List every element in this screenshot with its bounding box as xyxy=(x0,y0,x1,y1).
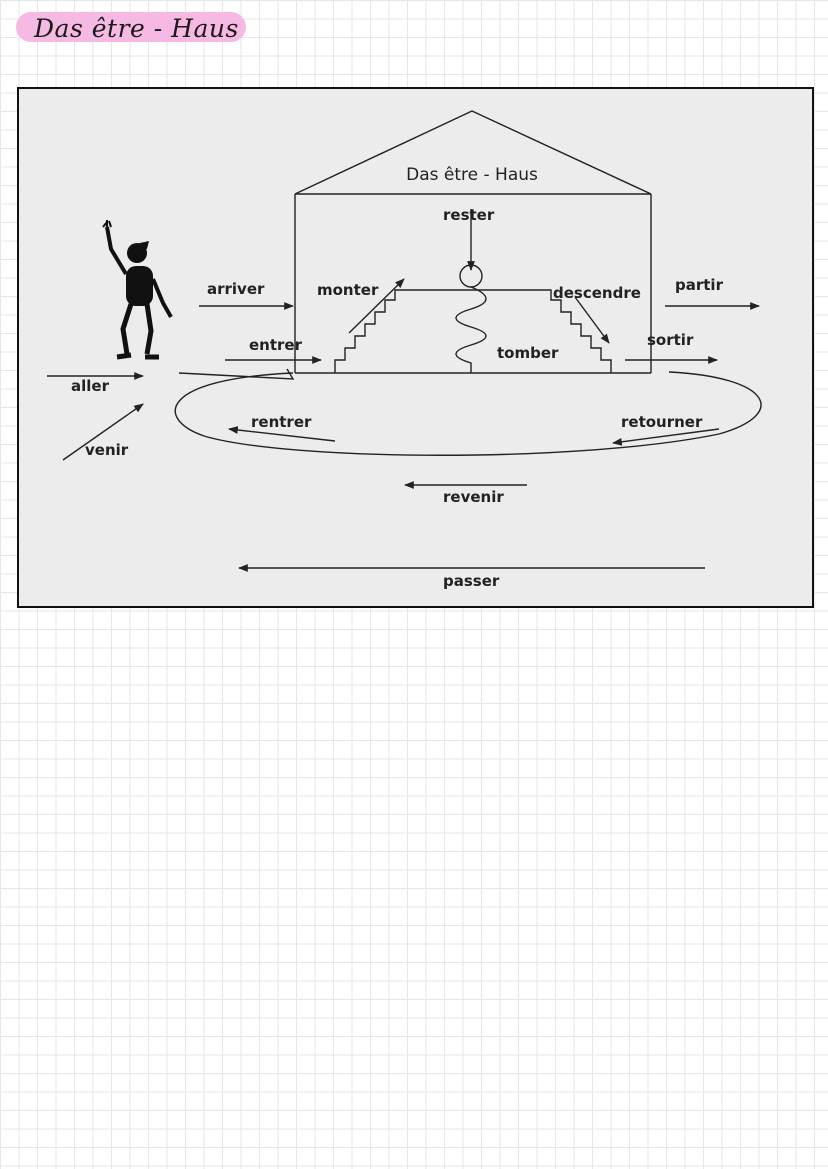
verb-sortir: sortir xyxy=(647,331,694,349)
verb-rentrer: rentrer xyxy=(251,413,312,431)
verb-aller: aller xyxy=(71,377,110,395)
page-header: Das être - Haus xyxy=(16,10,246,44)
verb-descendre: descendre xyxy=(553,284,641,302)
cycle-path xyxy=(174,371,762,456)
entry-wedge xyxy=(178,368,295,380)
descendre-arrow xyxy=(574,296,610,344)
verb-partir: partir xyxy=(675,276,724,294)
house-icon xyxy=(294,110,652,374)
etre-haus-diagram: Das être - Haus xyxy=(17,87,814,608)
verb-entrer: entrer xyxy=(249,336,303,354)
monter-arrow xyxy=(348,278,405,334)
verb-arriver: arriver xyxy=(207,280,265,298)
verb-retourner: retourner xyxy=(621,413,703,431)
page-title: Das être - Haus xyxy=(34,14,239,43)
stick-figure-icon xyxy=(102,220,173,360)
diagram-canvas: Das être - Haus xyxy=(47,110,762,590)
verb-tomber: tomber xyxy=(497,344,559,362)
house-title: Das être - Haus xyxy=(406,165,538,185)
spring-icon xyxy=(455,209,487,373)
verb-monter: monter xyxy=(317,281,379,299)
stairs-icon xyxy=(334,289,612,373)
rentrer-arrow xyxy=(228,426,336,442)
title-highlight xyxy=(16,12,246,42)
verb-revenir: revenir xyxy=(443,488,504,506)
verb-venir: venir xyxy=(85,441,129,459)
verb-rester: rester xyxy=(443,206,495,224)
verb-passer: passer xyxy=(443,572,500,590)
retourner-arrow xyxy=(612,428,720,446)
venir-arrow xyxy=(62,403,144,461)
